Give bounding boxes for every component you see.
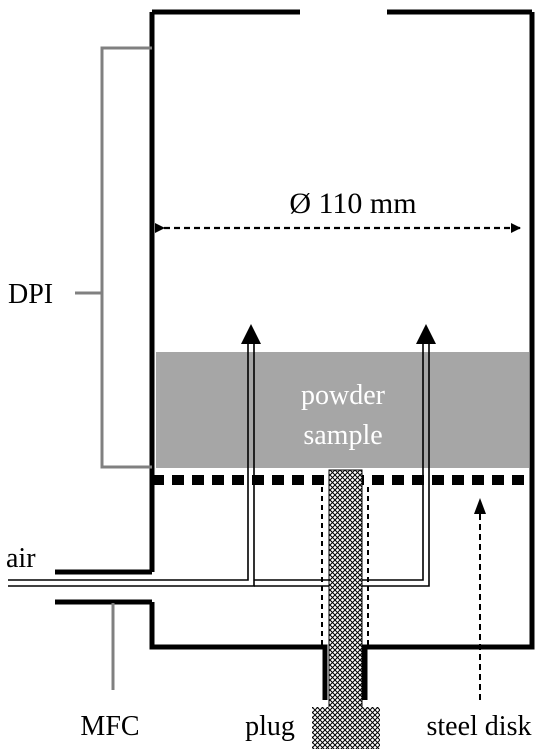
plug-label: plug [245,711,295,742]
air-flow-paths [8,340,430,587]
steel-disk-label: steel disk [427,711,532,742]
dpi-line [100,46,152,469]
air-label: air [6,543,36,574]
dpi-label: DPI [8,279,53,310]
air-flow-arrow-left [241,324,261,344]
air-flow-line-right-inner [254,340,430,587]
plug-head [312,707,380,749]
vessel-bottom-left-wall [149,602,328,700]
steel-disk-pointer-arrowhead [474,498,486,514]
air-flow-line-right-outer [254,340,424,581]
dpi-connection [75,46,152,469]
air-flow-line-outer [8,340,249,581]
air-flow-arrow-right [416,324,436,344]
powder-sample [156,352,529,468]
vessel-right-wall [362,12,535,700]
powder-label-line1: powder [301,380,386,411]
diameter-label: Ø 110 mm [289,187,416,220]
powder-label-line2: sample [303,420,382,451]
mfc-label: MFC [80,711,139,742]
plug-stem [328,469,363,711]
